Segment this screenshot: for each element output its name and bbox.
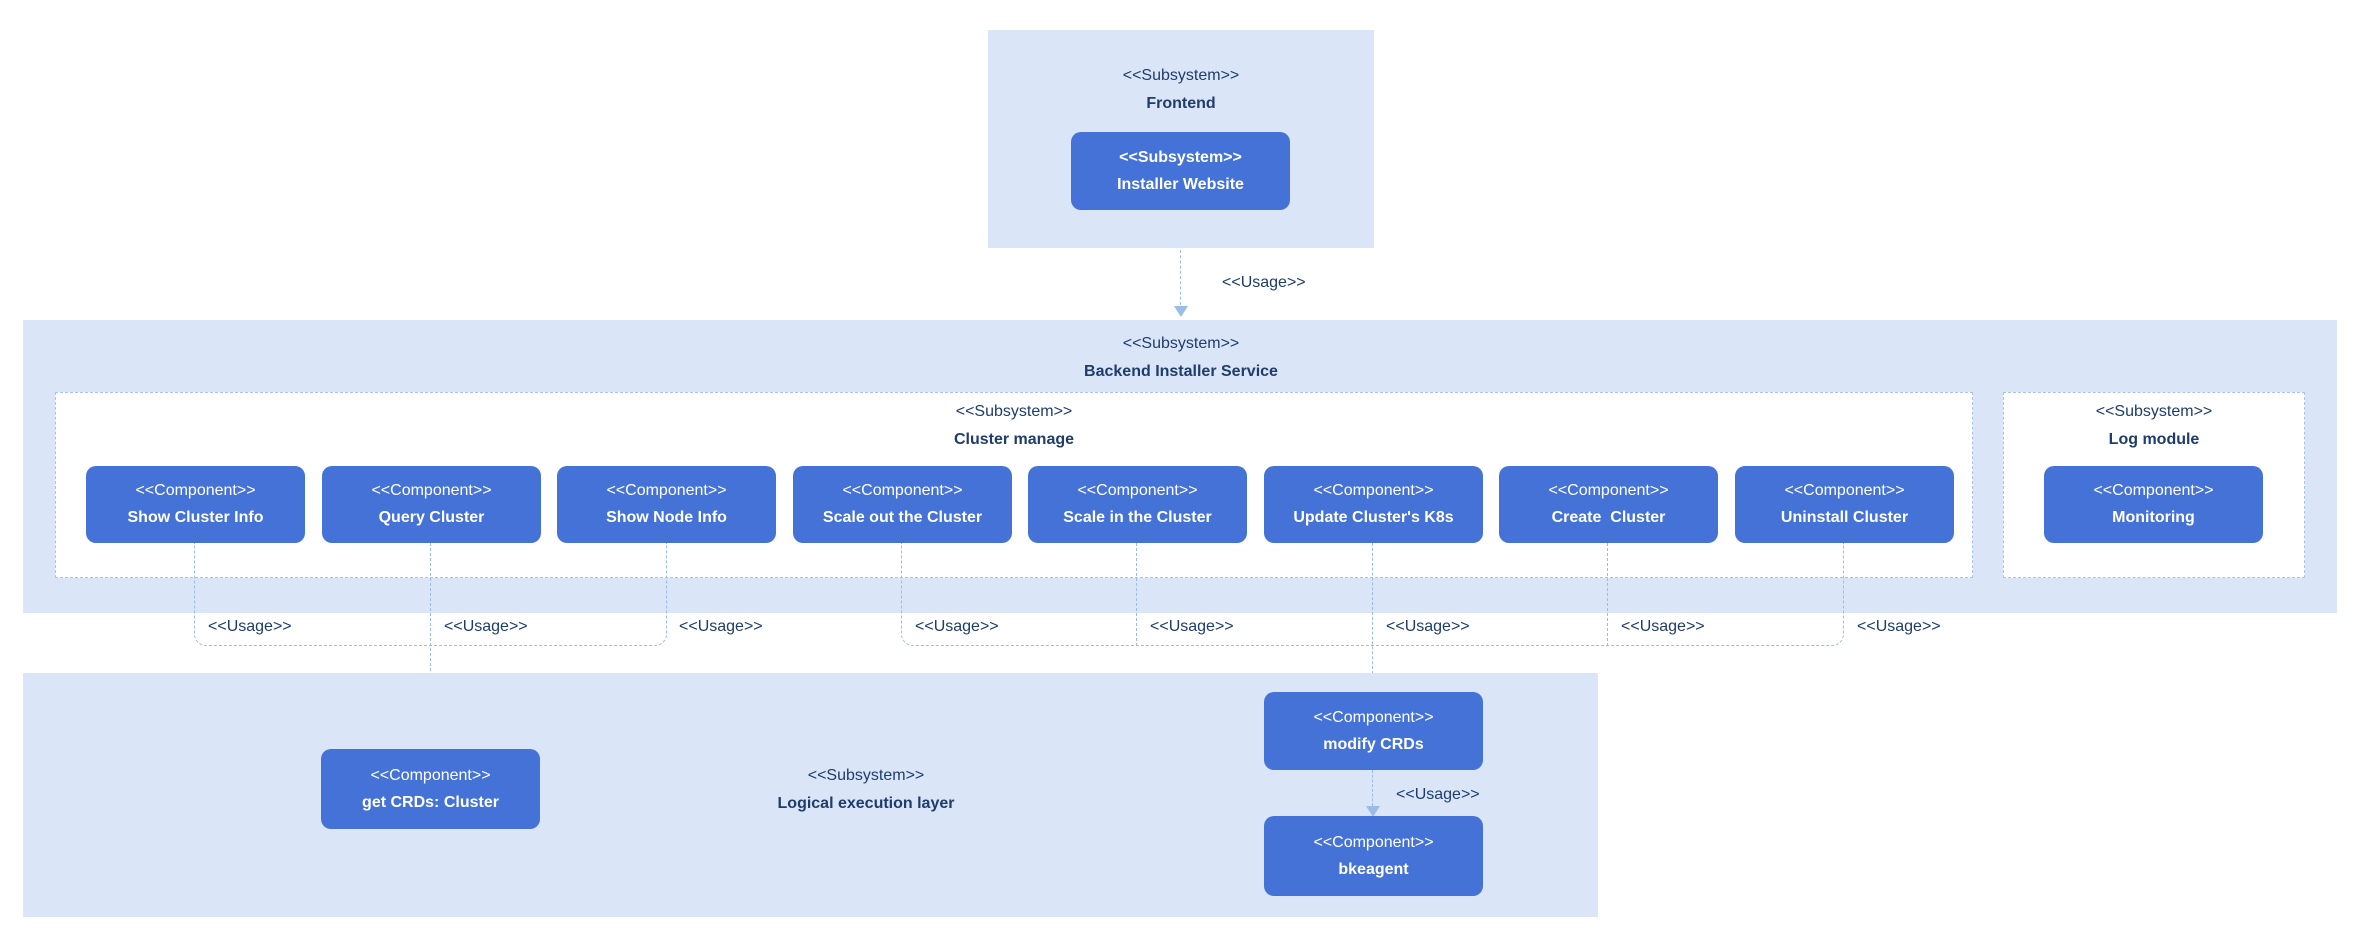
component-name: Show Node Info	[606, 509, 727, 526]
component-name: Scale in the Cluster	[1063, 509, 1212, 526]
dependency-line-create	[1607, 543, 1608, 646]
component-stereotype: <<Component>>	[371, 482, 492, 499]
component-stereotype: <<Component>>	[370, 766, 491, 784]
component-name: modify CRDs	[1323, 735, 1424, 753]
component-scale-out-cluster: <<Component>> Scale out the Cluster	[793, 466, 1012, 543]
frontend-name: Frontend	[1146, 95, 1216, 112]
component-monitoring: <<Component>> Monitoring	[2044, 466, 2263, 543]
component-stereotype: <<Component>>	[1548, 482, 1669, 499]
dependency-line-update-modifycrds	[1372, 543, 1373, 679]
usage-label: <<Usage>>	[1150, 618, 1234, 635]
usage-label: <<Usage>>	[444, 618, 528, 635]
dependency-line-scale-in	[1136, 543, 1137, 646]
usage-label: <<Usage>>	[1857, 618, 1941, 635]
component-get-crds-cluster: <<Component>> get CRDs: Cluster	[321, 749, 540, 829]
component-name: get CRDs: Cluster	[362, 793, 499, 811]
cluster-manage-title: <<Subsystem>> Cluster manage	[814, 398, 1214, 454]
installer-website-component: <<Subsystem>> Installer Website	[1071, 132, 1290, 210]
component-uninstall-cluster: <<Component>> Uninstall Cluster	[1735, 466, 1954, 543]
component-stereotype: <<Component>>	[1077, 482, 1198, 499]
component-stereotype: <<Component>>	[606, 482, 727, 499]
cluster-manage-stereotype: <<Subsystem>>	[955, 403, 1073, 420]
component-stereotype: <<Component>>	[1313, 482, 1434, 499]
component-create-cluster: <<Component>> Create Cluster	[1499, 466, 1718, 543]
frontend-subsystem-title: <<Subsystem>> Frontend	[981, 62, 1381, 118]
usage-label: <<Usage>>	[915, 618, 999, 635]
component-name: bkeagent	[1338, 860, 1409, 878]
component-name: Scale out the Cluster	[822, 509, 983, 526]
component-stereotype: <<Component>>	[1313, 833, 1434, 851]
cluster-manage-name: Cluster manage	[953, 431, 1075, 448]
log-module-title: <<Subsystem>> Log module	[1954, 398, 2354, 454]
usage-label-modify-bkeagent: <<Usage>>	[1396, 786, 1480, 803]
component-stereotype: <<Component>>	[1313, 708, 1434, 726]
backend-stereotype: <<Subsystem>>	[1122, 335, 1240, 352]
component-stereotype: <<Component>>	[135, 482, 256, 499]
component-show-node-info: <<Component>> Show Node Info	[557, 466, 776, 543]
backend-name: Backend Installer Service	[1084, 363, 1278, 380]
component-name: Show Cluster Info	[127, 509, 264, 526]
component-scale-in-cluster: <<Component>> Scale in the Cluster	[1028, 466, 1247, 543]
usage-label-frontend-backend: <<Usage>>	[1222, 274, 1306, 291]
log-module-name: Log module	[2108, 431, 2200, 448]
component-bkeagent: <<Component>> bkeagent	[1264, 816, 1483, 896]
component-name: Monitoring	[2112, 509, 2195, 526]
installer-website-stereotype: <<Subsystem>>	[1119, 148, 1242, 166]
backend-subsystem-title: <<Subsystem>> Backend Installer Service	[981, 330, 1381, 386]
component-stereotype: <<Component>>	[1784, 482, 1905, 499]
component-name: Query Cluster	[378, 509, 485, 526]
execution-layer-stereotype: <<Subsystem>>	[807, 767, 925, 784]
component-name: Create Cluster	[1551, 509, 1666, 526]
component-query-cluster: <<Component>> Query Cluster	[322, 466, 541, 543]
installer-website-name: Installer Website	[1117, 175, 1244, 193]
component-name: Update Cluster's K8s	[1293, 509, 1454, 526]
component-stereotype: <<Component>>	[2093, 482, 2214, 499]
component-name: Uninstall Cluster	[1780, 509, 1909, 526]
usage-label: <<Usage>>	[1621, 618, 1705, 635]
arrow-down-icon	[1174, 306, 1188, 317]
dependency-line-modify-bkeagent	[1372, 770, 1373, 806]
log-module-stereotype: <<Subsystem>>	[2095, 403, 2213, 420]
usage-label: <<Usage>>	[208, 618, 292, 635]
usage-label: <<Usage>>	[679, 618, 763, 635]
usage-label: <<Usage>>	[1386, 618, 1470, 635]
dependency-line-query-getcrds	[430, 543, 431, 736]
component-show-cluster-info: <<Component>> Show Cluster Info	[86, 466, 305, 543]
execution-layer-name: Logical execution layer	[777, 795, 955, 812]
arrow-down-icon	[1366, 806, 1380, 817]
component-modify-crds: <<Component>> modify CRDs	[1264, 692, 1483, 770]
component-stereotype: <<Component>>	[842, 482, 963, 499]
component-update-clusters-k8s: <<Component>> Update Cluster's K8s	[1264, 466, 1483, 543]
dependency-line-frontend-backend	[1180, 250, 1181, 305]
execution-layer-title: <<Subsystem>> Logical execution layer	[666, 762, 1066, 818]
frontend-stereotype: <<Subsystem>>	[1122, 67, 1240, 84]
